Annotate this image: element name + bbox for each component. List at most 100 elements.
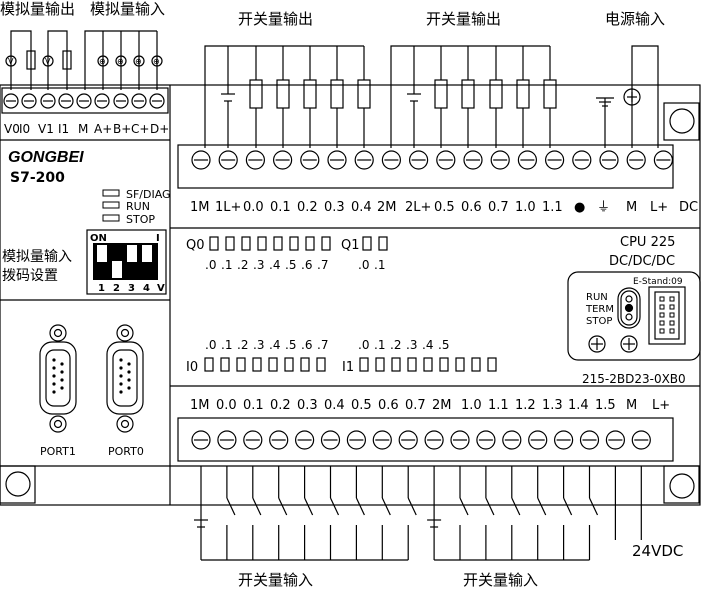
potentiometers[interactable]	[588, 335, 638, 353]
i0-bit-label: .5	[285, 338, 296, 352]
top-terminal-screw[interactable]	[327, 150, 347, 170]
bottom-terminal-screw[interactable]	[372, 430, 392, 450]
top-terminal-screw[interactable]	[273, 150, 293, 170]
bottom-terminal-screw[interactable]	[579, 430, 600, 450]
top-terminal-screw[interactable]	[191, 150, 211, 170]
i1-bit-label: .3	[406, 338, 417, 352]
q0-leds	[209, 236, 331, 251]
label-switch-input-2: 开关量输入	[463, 571, 538, 589]
top-terminal-screw[interactable]	[626, 150, 646, 170]
dip-switch[interactable]	[86, 229, 167, 295]
i0-led	[300, 357, 310, 372]
q0-led	[257, 236, 267, 251]
top-terminal-label: 0.0	[243, 200, 264, 215]
output-loads-2	[434, 79, 557, 109]
switch-run: RUN	[586, 292, 608, 303]
expansion-port[interactable]	[648, 286, 686, 345]
svg-text:⊕: ⊕	[153, 57, 160, 66]
bottom-terminal-screw[interactable]	[269, 430, 289, 450]
top-terminal-label: L+	[650, 200, 668, 215]
top-terminal-screw[interactable]	[653, 150, 674, 170]
q0-led	[225, 236, 235, 251]
port1-label: PORT1	[40, 445, 76, 458]
analog-terminal-screw[interactable]	[149, 93, 165, 109]
analog-terminal-screw[interactable]	[3, 93, 19, 109]
status-leds	[102, 189, 120, 222]
label-analog-input: 模拟量输入	[90, 0, 165, 18]
top-terminal-label: 2M	[377, 200, 397, 215]
top-terminal-label: DC	[679, 200, 698, 215]
bottom-terminal-screw[interactable]	[528, 430, 548, 450]
bottom-terminal-label: 1.1	[488, 398, 509, 413]
top-terminal-screw[interactable]	[409, 150, 429, 170]
label-switch-output-1: 开关量输出	[238, 10, 313, 28]
i1-led	[423, 357, 433, 372]
i0-bit-label: .6	[301, 338, 312, 352]
top-terminal-screw[interactable]	[599, 150, 619, 170]
mode-selector-switch[interactable]	[617, 287, 641, 329]
analog-terminal-label: C+	[131, 122, 149, 136]
top-terminal-screw[interactable]	[354, 150, 374, 170]
bottom-terminal-screw[interactable]	[243, 430, 263, 450]
bottom-terminal-screw[interactable]	[398, 430, 418, 450]
analog-terminal-screw[interactable]	[21, 93, 37, 109]
label-switch-input-1: 开关量输入	[238, 571, 313, 589]
port1-connector[interactable]	[39, 324, 77, 433]
analog-terminal-screw[interactable]	[40, 93, 56, 109]
top-terminal-screw[interactable]	[490, 150, 510, 170]
top-terminal-screw[interactable]	[245, 150, 265, 170]
bottom-terminal-screw[interactable]	[631, 430, 651, 450]
label-24vdc: 24VDC	[632, 542, 683, 560]
bottom-terminal-screw[interactable]	[424, 430, 444, 450]
top-terminal-screw[interactable]	[517, 150, 538, 170]
svg-text:2: 2	[113, 283, 120, 294]
i1-bit-label: .2	[390, 338, 401, 352]
i0-bit-label: .3	[253, 338, 264, 352]
switch-stop: STOP	[586, 316, 612, 327]
i0-label: I0	[186, 360, 198, 375]
analog-terminal-screw[interactable]	[131, 93, 147, 109]
top-terminal-label: 0.7	[488, 200, 509, 215]
top-terminal-label: 0.6	[461, 200, 482, 215]
q1-led	[362, 236, 372, 251]
bottom-terminal-screw[interactable]	[295, 430, 315, 450]
q0-bit-label: .1	[221, 258, 232, 272]
i-bit-labels: .0.1.2.3.4.5.6.7.0.1.2.3.4.5	[205, 338, 449, 352]
top-terminal-screw[interactable]	[572, 150, 592, 170]
bottom-terminal-screw[interactable]	[502, 430, 522, 450]
bottom-terminal-screw[interactable]	[553, 430, 574, 450]
top-terminal-screw[interactable]	[463, 150, 483, 170]
i0-bit-label: .0	[205, 338, 216, 352]
order-number: 215-2BD23-0XB0	[582, 372, 686, 386]
top-terminal-screw[interactable]	[436, 150, 456, 170]
top-terminal-screw[interactable]	[300, 150, 320, 170]
analog-terminal-screw[interactable]	[58, 93, 74, 109]
top-terminal-screw[interactable]	[544, 150, 565, 170]
top-terminal-screws	[191, 150, 674, 170]
load-1-1	[543, 79, 557, 109]
bottom-terminal-screw[interactable]	[217, 430, 237, 450]
port1-pins	[52, 358, 64, 394]
bottom-terminal-screw[interactable]	[346, 430, 366, 450]
bottom-terminal-screw[interactable]	[450, 430, 470, 450]
q0-bit-label: .7	[317, 258, 328, 272]
i1-bit-label: .4	[422, 338, 433, 352]
top-terminal-screw[interactable]	[218, 150, 238, 170]
top-terminal-screw[interactable]	[381, 150, 401, 170]
bottom-terminal-screw[interactable]	[476, 430, 496, 450]
output-loads-1	[249, 79, 371, 109]
dip-numbers: 1 2 3 4 V	[98, 283, 165, 294]
analog-terminal-screw[interactable]	[76, 93, 92, 109]
port0-connector[interactable]	[106, 324, 144, 433]
bottom-terminal-screw[interactable]	[320, 430, 341, 450]
label-power-input: 电源输入	[605, 10, 665, 28]
bottom-terminal-label: 1.3	[542, 398, 563, 413]
bottom-terminal-screw[interactable]	[605, 430, 626, 450]
i0-bit-label: .4	[269, 338, 280, 352]
bottom-terminal-label: M	[626, 398, 637, 413]
analog-terminal-screw[interactable]	[94, 93, 110, 109]
bottom-terminal-strip	[177, 417, 674, 462]
bottom-terminal-screw[interactable]	[191, 430, 211, 450]
analog-terminal-screw[interactable]	[113, 93, 129, 109]
cpu-name: CPU 225	[620, 235, 675, 250]
